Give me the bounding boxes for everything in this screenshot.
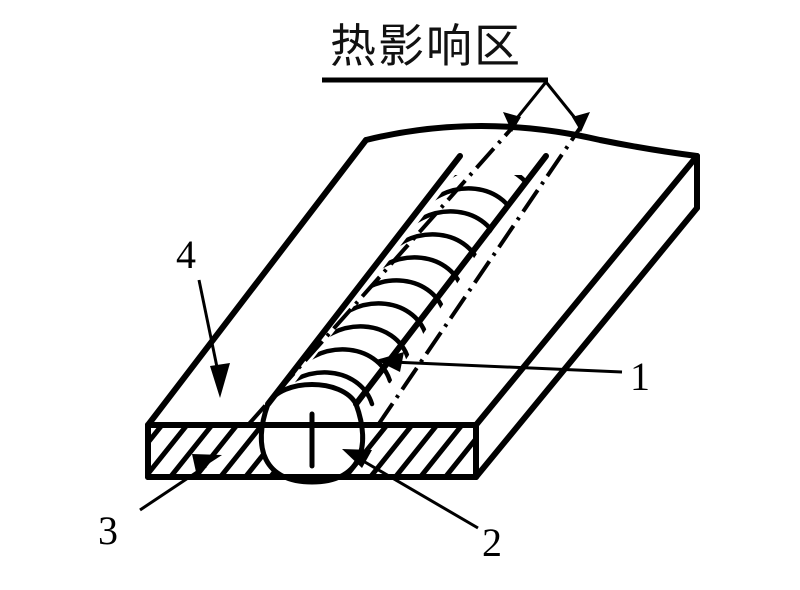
callout-2-arrowhead [342,449,372,468]
haz-callout: 热影响区 [322,19,590,132]
callout-2-leader [357,456,479,530]
callout-2-label: 2 [482,520,502,565]
plate-top-left-edge [145,137,369,428]
plate-right-side-bottom-edge [473,205,700,480]
plate-top-right-edge [473,153,700,428]
callout-2: 2 [342,449,502,565]
haz-leader-right [544,81,581,124]
weld-ripple-group [265,175,530,407]
callout-1: 1 [376,352,650,399]
weld-bead [265,153,549,407]
haz-title-text: 热影响区 [330,19,522,73]
haz-right-arrowhead [572,112,590,132]
callout-3: 3 [98,454,222,553]
haz-leader-left [511,81,548,124]
callout-1-label: 1 [630,354,650,399]
callout-3-leader [139,464,207,512]
callout-4: 4 [176,232,230,398]
callout-3-arrowhead [192,454,222,472]
callout-1-arrowhead [376,352,404,372]
callout-4-label: 4 [176,232,196,277]
haz-boundary-lines [246,126,582,427]
callout-4-leader [197,279,220,373]
weld-bead-left-edge [265,153,463,407]
haz-right-boundary-line [376,126,582,427]
callout-3-label: 3 [98,508,118,553]
callout-1-leader [391,360,623,374]
plate-top-back-edge [363,123,700,159]
haz-left-arrowhead [503,112,521,132]
haz-left-boundary-line [246,126,514,427]
hatch-line [442,434,476,477]
callout-4-arrowhead [210,363,230,398]
weld-nugget-outline [258,401,366,485]
